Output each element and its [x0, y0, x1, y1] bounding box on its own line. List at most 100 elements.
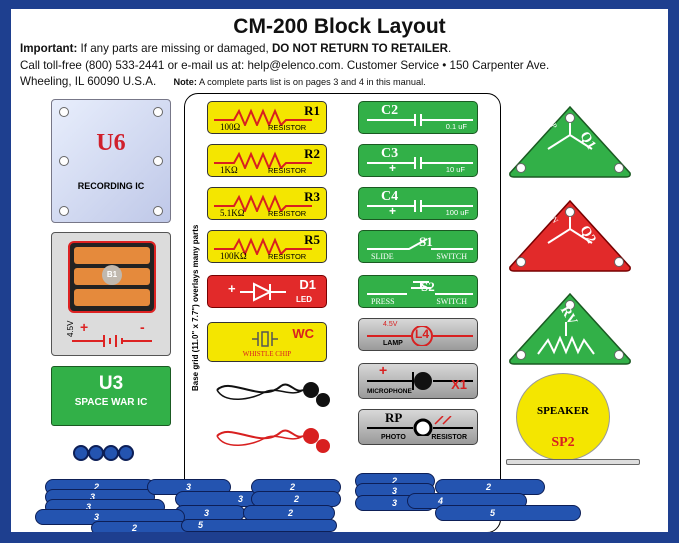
rp-code: RP [385, 410, 403, 425]
snap-wire: 2 [91, 521, 191, 532]
mic-type: MICROPHONE [367, 388, 412, 395]
photoresistor-rp: RP PHOTO RESISTOR [358, 409, 478, 445]
battery-symbol-icon [72, 335, 152, 347]
page-title: CM-200 Block Layout [233, 15, 446, 38]
r5-value: 100KΩ [220, 251, 247, 261]
c2-value: 0.1 uF [445, 122, 467, 131]
diode-symbol-icon [240, 282, 286, 302]
speaker-code: SP2 [551, 435, 575, 450]
snap [59, 206, 69, 216]
important-line: Important: If any parts are missing or d… [20, 42, 451, 55]
r1-type: RESISTOR [268, 123, 307, 132]
snap-wire: 5 [181, 519, 337, 532]
s2-code: S2 [421, 279, 435, 294]
jumper-wires-icon [216, 382, 330, 453]
snap [59, 107, 69, 117]
microphone-x1: + X1 MICROPHONE [358, 362, 478, 399]
base-grid-outline [184, 93, 501, 532]
u3-space-war-ic: U3 SPACE WAR IC [51, 366, 171, 426]
mic-plus: + [379, 362, 388, 378]
r5-code: R5 [304, 232, 320, 247]
layout-sheet: CM-200 Block Layout Important: If any pa… [11, 9, 668, 532]
c4-value: 100 uF [445, 208, 469, 217]
press-switch-s2: S2 PRESS SWITCH [358, 275, 478, 308]
speaker-sp2: SPEAKER SP2 [506, 373, 640, 469]
capacitor-c4: C4 + 100 uF [358, 187, 478, 220]
single-snaps [73, 445, 143, 465]
whistle-chip-symbol-icon [252, 331, 278, 347]
rp-right: RESISTOR [431, 434, 467, 441]
adjustable-resistor-rv: RV [508, 292, 632, 366]
s2-left: PRESS [371, 297, 395, 306]
transistor-q1-pnp: PNP Q1 [508, 105, 632, 179]
snap [153, 206, 163, 216]
s1-right: SWITCH [436, 252, 467, 261]
snap [59, 156, 69, 166]
c3-value: 10 uF [445, 165, 465, 174]
battery-minus: - [140, 319, 145, 335]
rp-left: PHOTO [381, 434, 406, 441]
transistor-q2-npn: NPN Q2 [508, 199, 632, 273]
c3-plus: + [389, 161, 397, 175]
led-code: D1 [299, 277, 316, 292]
led-type: LED [296, 295, 312, 304]
whistle-chip-wc: WC WHISTLE CHIP [207, 322, 327, 362]
lamp-code: L4 [415, 327, 430, 341]
r1-code: R1 [304, 103, 320, 118]
address-line: Wheeling, IL 60090 U.S.A. Note: A comple… [20, 75, 426, 88]
r5-type: RESISTOR [268, 252, 307, 261]
c2-code: C2 [381, 103, 399, 118]
resistor-r1: R1 100Ω RESISTOR [207, 101, 327, 134]
snap [153, 107, 163, 117]
note-label: Note: [173, 77, 197, 87]
lamp-type: LAMP [383, 340, 403, 347]
battery-code: B1 [102, 265, 122, 285]
c4-code: C4 [381, 189, 399, 204]
slide-switch-s1: S1 SLIDE SWITCH [358, 230, 478, 263]
base-grid-note: Base grid (11.0" x 7.7") overlays many p… [191, 224, 200, 391]
speaker-name: SPEAKER [537, 405, 589, 417]
resistor-r3: R3 5.1KΩ RESISTOR [207, 187, 327, 220]
lamp-l4: 4.5V L4 LAMP [358, 318, 478, 351]
led-d1: + D1 LED [207, 275, 327, 308]
battery-plus: + [80, 319, 89, 335]
battery-tray: B1 [68, 241, 156, 313]
snap-wire: 5 [435, 505, 581, 521]
capacitor-c2: C2 0.1 uF [358, 101, 478, 134]
capacitor-c3: C3 + 10 uF [358, 144, 478, 177]
contact-line: Call toll-free (800) 533-2441 or e-mail … [20, 59, 550, 72]
r2-code: R2 [304, 146, 320, 161]
mic-code: X1 [451, 377, 467, 392]
whistle-code: WC [292, 326, 314, 341]
c3-code: C3 [381, 146, 399, 161]
battery-holder-b1: B1 4.5V + - [51, 232, 171, 356]
led-plus: + [228, 281, 236, 296]
r2-type: RESISTOR [268, 166, 307, 175]
important-label: Important: [20, 42, 78, 55]
important-text: If any parts are missing or damaged, [77, 42, 272, 55]
lamp-voltage: 4.5V [383, 321, 398, 328]
address-text: Wheeling, IL 60090 U.S.A. [20, 75, 157, 88]
resistor-r5: R5 100KΩ RESISTOR [207, 230, 327, 263]
resistor-r2: R2 1KΩ RESISTOR [207, 144, 327, 177]
snap [153, 156, 163, 166]
u6-code: U6 [96, 130, 126, 156]
u6-recording-ic: U6 RECORDING IC [51, 99, 171, 223]
note-text: A complete parts list is on pages 3 and … [196, 77, 426, 87]
s1-code: S1 [419, 234, 433, 249]
u3-code: U3 [98, 373, 124, 394]
r3-value: 5.1KΩ [220, 208, 245, 218]
s1-left: SLIDE [371, 252, 394, 261]
whistle-type: WHISTLE CHIP [242, 350, 292, 358]
r1-value: 100Ω [220, 122, 241, 132]
r3-code: R3 [304, 189, 320, 204]
r3-type: RESISTOR [268, 209, 307, 218]
s2-right: SWITCH [436, 297, 467, 306]
u6-name: RECORDING IC [77, 181, 145, 191]
do-not-return-text: DO NOT RETURN TO RETAILER [271, 42, 448, 55]
important-period: . [448, 42, 452, 55]
u3-name: SPACE WAR IC [74, 397, 148, 408]
c4-plus: + [389, 204, 397, 218]
r2-value: 1KΩ [220, 165, 238, 175]
